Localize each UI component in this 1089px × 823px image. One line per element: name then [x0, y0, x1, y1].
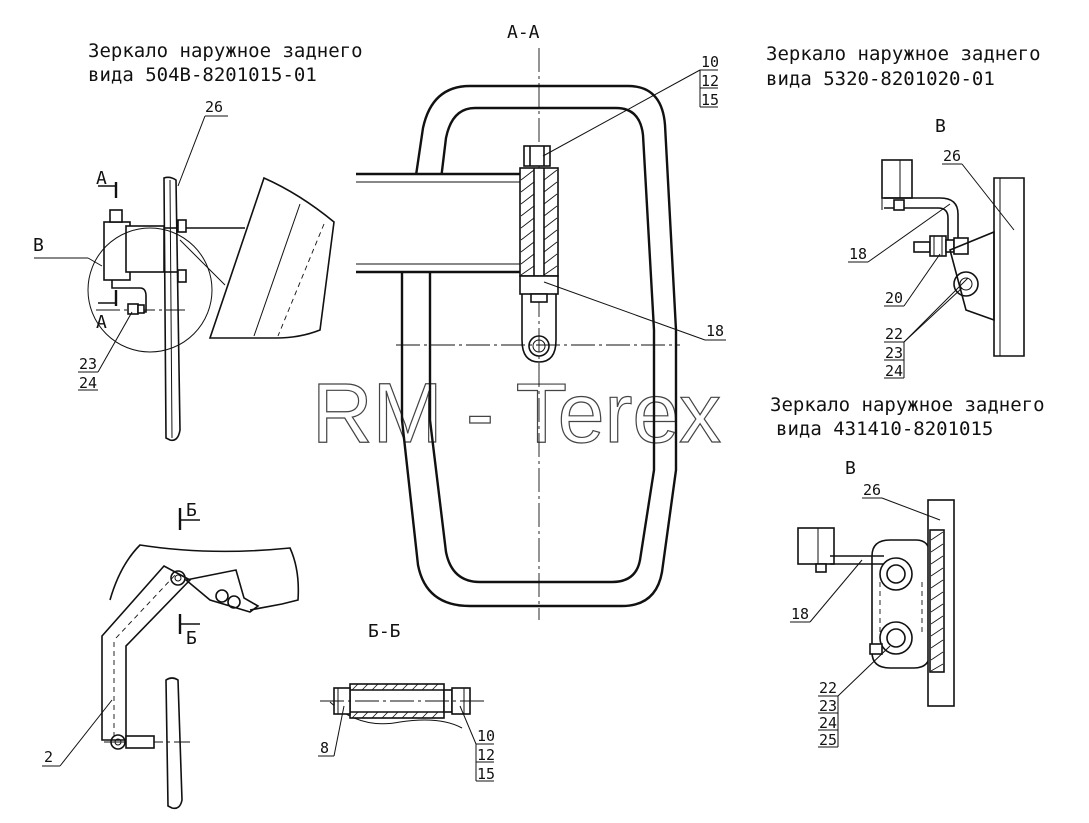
callout-left-23: 23	[79, 355, 97, 373]
callout-rb-24: 24	[819, 714, 837, 732]
title-left-line2: вида 504В-8201015-01	[88, 64, 317, 86]
right-top-view-b: 26 18 20 22 23 24	[848, 147, 1025, 380]
cut-label-a-bottom: А	[96, 312, 107, 333]
callout-rb-23: 23	[819, 697, 837, 715]
view-label-b-bottom: В	[845, 458, 856, 479]
callout-bb-15: 15	[477, 765, 495, 783]
section-label-bb: Б-Б	[368, 621, 401, 642]
callout-left-24: 24	[79, 374, 97, 392]
title-right-bottom-line2: вида 431410-8201015	[776, 418, 993, 440]
callout-rt-22: 22	[885, 325, 903, 343]
callout-rb-26: 26	[863, 481, 881, 499]
callout-rb-25: 25	[819, 731, 837, 749]
callout-rt-26: 26	[943, 147, 961, 165]
left-bottom-arm-view: Б Б 2	[42, 500, 300, 810]
callout-rt-24: 24	[885, 362, 903, 380]
cut-label-b-top: Б	[186, 500, 197, 521]
title-right-bottom-line1: Зеркало наружное заднего	[770, 394, 1045, 416]
title-right-top-line2: вида 5320-8201020-01	[766, 68, 995, 90]
callout-rb-22: 22	[819, 679, 837, 697]
callout-rt-23: 23	[885, 344, 903, 362]
callout-aa-12: 12	[701, 72, 719, 90]
watermark: RM - Terex	[312, 366, 721, 460]
left-mirror-view: А А В 26 23 24	[33, 98, 335, 442]
section-aa-view	[356, 48, 680, 620]
section-bb-view: 8 10 12 15	[318, 683, 495, 783]
view-label-b-top: В	[935, 116, 946, 137]
callout-rt-20: 20	[885, 289, 903, 307]
callout-left-26: 26	[205, 98, 223, 116]
section-label-aa: А-А	[507, 22, 540, 43]
callout-aa-15: 15	[701, 91, 719, 109]
callout-aa-18: 18	[706, 322, 724, 340]
callouts-aa: 10 12 15 18	[542, 53, 726, 341]
callout-bb-12: 12	[477, 746, 495, 764]
title-right-top-line1: Зеркало наружное заднего	[766, 43, 1041, 65]
callout-left-2: 2	[44, 748, 53, 766]
callout-bb-8: 8	[320, 739, 329, 757]
callout-bb-10: 10	[477, 727, 495, 745]
title-left-line1: Зеркало наружное заднего	[88, 40, 363, 62]
view-label-b-left: В	[33, 235, 44, 256]
cut-label-a-top: А	[96, 168, 107, 189]
callout-rb-18: 18	[791, 605, 809, 623]
callout-aa-10: 10	[701, 53, 719, 71]
right-bottom-view-b: 26 18 22 23 24 25	[790, 481, 955, 749]
callout-rt-18: 18	[849, 245, 867, 263]
cut-label-b-bottom: Б	[186, 628, 197, 649]
